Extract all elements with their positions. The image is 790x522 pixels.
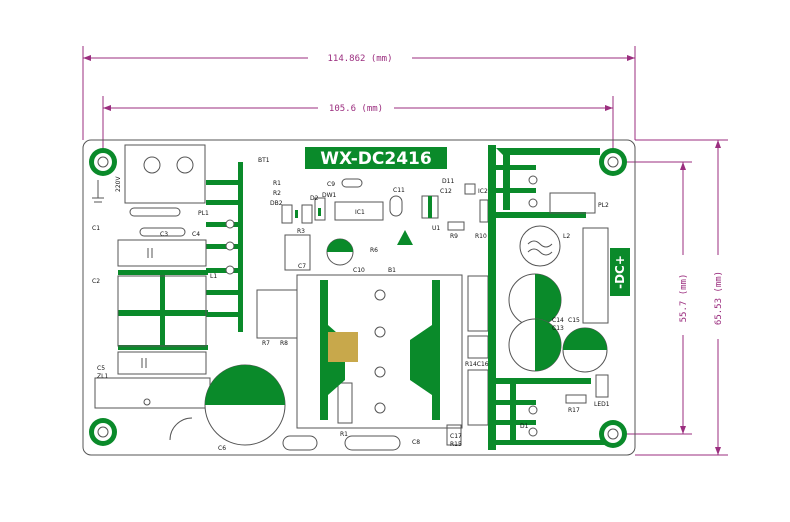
- label-c7a: C7: [298, 263, 306, 270]
- label-c12: C12: [440, 188, 452, 195]
- label-pl1: PL1: [198, 210, 209, 217]
- overall-width-label: 114.862 (mm): [327, 54, 392, 64]
- label-r1: R1: [273, 180, 281, 187]
- output-inductor: [519, 192, 609, 404]
- label-c5: C5: [97, 365, 105, 372]
- label-b1: B1: [388, 267, 396, 274]
- label-c1: C1: [92, 225, 100, 232]
- filter-components: [94, 207, 211, 441]
- label-r6: R6: [370, 247, 378, 254]
- label-c6: C6: [218, 445, 226, 452]
- bulk-capacitor: [204, 364, 286, 446]
- label-c10: C10: [353, 267, 365, 274]
- label-l2: L2: [563, 233, 570, 240]
- label-r17: R17: [568, 407, 580, 414]
- label-zl1: ZL1: [97, 373, 108, 380]
- label-c8: C8: [412, 439, 420, 446]
- label-c14: C14: [552, 317, 564, 324]
- label-u1: U1: [432, 225, 440, 232]
- component-labels: BT1 R1 R2 DB2 D2 DW1 C9 C11 D11 C12 IC2 …: [92, 157, 610, 452]
- label-c9: C9: [327, 181, 335, 188]
- dc-output-label: -DC+: [613, 255, 627, 289]
- overall-height-label: 65.53 (mm): [714, 271, 724, 325]
- mounting-hole-top-right: [599, 148, 627, 176]
- label-bt1: BT1: [258, 157, 270, 164]
- board-title: WX-DC2416: [320, 149, 431, 169]
- transformer: [296, 274, 463, 429]
- label-c17: C17: [450, 433, 462, 440]
- label-db2: DB2: [270, 200, 283, 207]
- label-c4: C4: [192, 231, 200, 238]
- control-section: [256, 178, 489, 451]
- label-d11: D11: [442, 178, 454, 185]
- label-r9: R9: [450, 233, 458, 240]
- board-outline: [82, 139, 636, 456]
- label-c13: C13: [552, 325, 564, 332]
- label-ic2: IC2: [478, 188, 488, 195]
- title-block: [305, 147, 447, 169]
- label-c3: C3: [160, 231, 168, 238]
- label-c11: C11: [393, 187, 405, 194]
- label-l1: L1: [210, 273, 217, 280]
- mounting-holes: [89, 148, 627, 448]
- mounting-hole-bottom-left: [89, 418, 117, 446]
- label-r2: R2: [273, 190, 281, 197]
- label-ic1: IC1: [355, 209, 365, 216]
- label-r7: R7: [262, 340, 270, 347]
- warning-triangle: [397, 230, 413, 245]
- hole-height-label: 55.7 (mm): [679, 274, 689, 323]
- label-r10: R10: [475, 233, 487, 240]
- label-r14c16: R14C16: [465, 361, 489, 368]
- label-led1: LED1: [594, 401, 610, 408]
- mounting-hole-top-left: [89, 148, 117, 176]
- label-c2: C2: [92, 278, 100, 285]
- label-r1b: R1: [340, 431, 348, 438]
- label-r3: R3: [297, 228, 305, 235]
- label-c15: C15: [568, 317, 580, 324]
- label-d2: D2: [310, 195, 319, 202]
- input-traces: [118, 162, 243, 350]
- label-r8: R8: [280, 340, 288, 347]
- output-traces: [488, 145, 606, 450]
- dimension-lines: [82, 46, 728, 456]
- label-pl2: PL2: [598, 202, 609, 209]
- hole-width-label: 105.6 (mm): [329, 104, 383, 114]
- dc-output-block: [610, 248, 630, 296]
- label-dw1: DW1: [322, 192, 337, 199]
- c10-capacitor: [326, 238, 354, 266]
- label-ac-input: 220V: [115, 176, 122, 192]
- label-d1: D1: [520, 423, 529, 430]
- label-r15: R15: [450, 441, 462, 448]
- output-capacitors: [508, 273, 608, 373]
- ac-input-terminal: [92, 144, 206, 204]
